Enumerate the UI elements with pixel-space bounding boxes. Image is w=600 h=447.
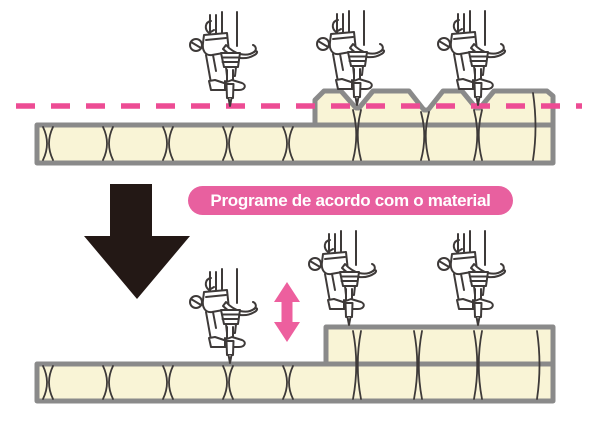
down-arrow-icon	[84, 184, 190, 299]
bottom-panel	[34, 230, 556, 404]
top-quilt-marks	[42, 92, 537, 161]
bottom-base-material	[34, 361, 556, 404]
bottom-quilt-marks	[42, 330, 541, 400]
top-base-material	[34, 122, 556, 166]
presser-foot-icon	[189, 268, 259, 364]
presser-foot-icon	[189, 11, 259, 107]
material-program-badge-label: Programe de acordo com o material	[210, 190, 491, 210]
top-panel	[16, 10, 582, 166]
material-program-badge: Programe de acordo com o material	[188, 186, 513, 215]
presser-foot-icon	[308, 230, 378, 326]
presser-foot-icon	[437, 230, 507, 326]
top-raised-material	[312, 88, 556, 128]
up-down-arrow-icon	[274, 282, 300, 342]
